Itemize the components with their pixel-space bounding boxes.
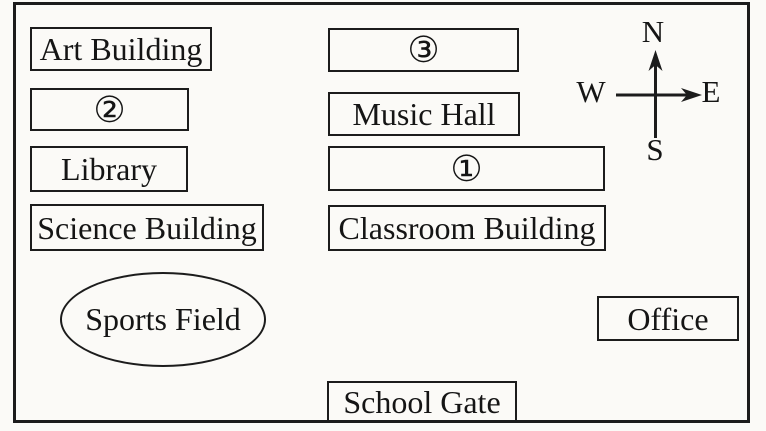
numbered-building-1-box: ①	[328, 146, 605, 191]
sports-field-ellipse: Sports Field	[60, 272, 266, 367]
library-box: Library	[30, 146, 188, 192]
numbered-building-1-label: ①	[450, 148, 483, 189]
science-building-box: Science Building	[30, 204, 264, 251]
numbered-building-3-box: ③	[328, 28, 519, 72]
school-gate-box: School Gate	[327, 381, 517, 422]
compass-south-label: S	[646, 132, 664, 167]
science-building-label: Science Building	[37, 209, 257, 246]
sports-field-label: Sports Field	[85, 301, 241, 337]
compass-north-label: N	[641, 14, 665, 49]
classroom-building-label: Classroom Building	[338, 210, 596, 246]
numbered-building-3-label: ③	[407, 30, 440, 70]
music-hall-label: Music Hall	[352, 96, 496, 132]
numbered-building-2-label: ②	[93, 89, 126, 130]
library-label: Library	[61, 151, 157, 187]
art-building-box: Art Building	[30, 27, 212, 71]
school-gate-label: School Gate	[343, 383, 501, 420]
office-label: Office	[627, 300, 709, 337]
compass-rose: N W E S	[576, 10, 740, 167]
classroom-building-box: Classroom Building	[328, 205, 606, 251]
compass-west-label: W	[576, 74, 606, 109]
office-box: Office	[597, 296, 739, 341]
numbered-building-2-box: ②	[30, 88, 189, 131]
compass-east-label: E	[701, 74, 721, 109]
art-building-label: Art Building	[39, 31, 203, 67]
music-hall-box: Music Hall	[328, 92, 520, 136]
compass-arrows-icon	[616, 50, 702, 138]
